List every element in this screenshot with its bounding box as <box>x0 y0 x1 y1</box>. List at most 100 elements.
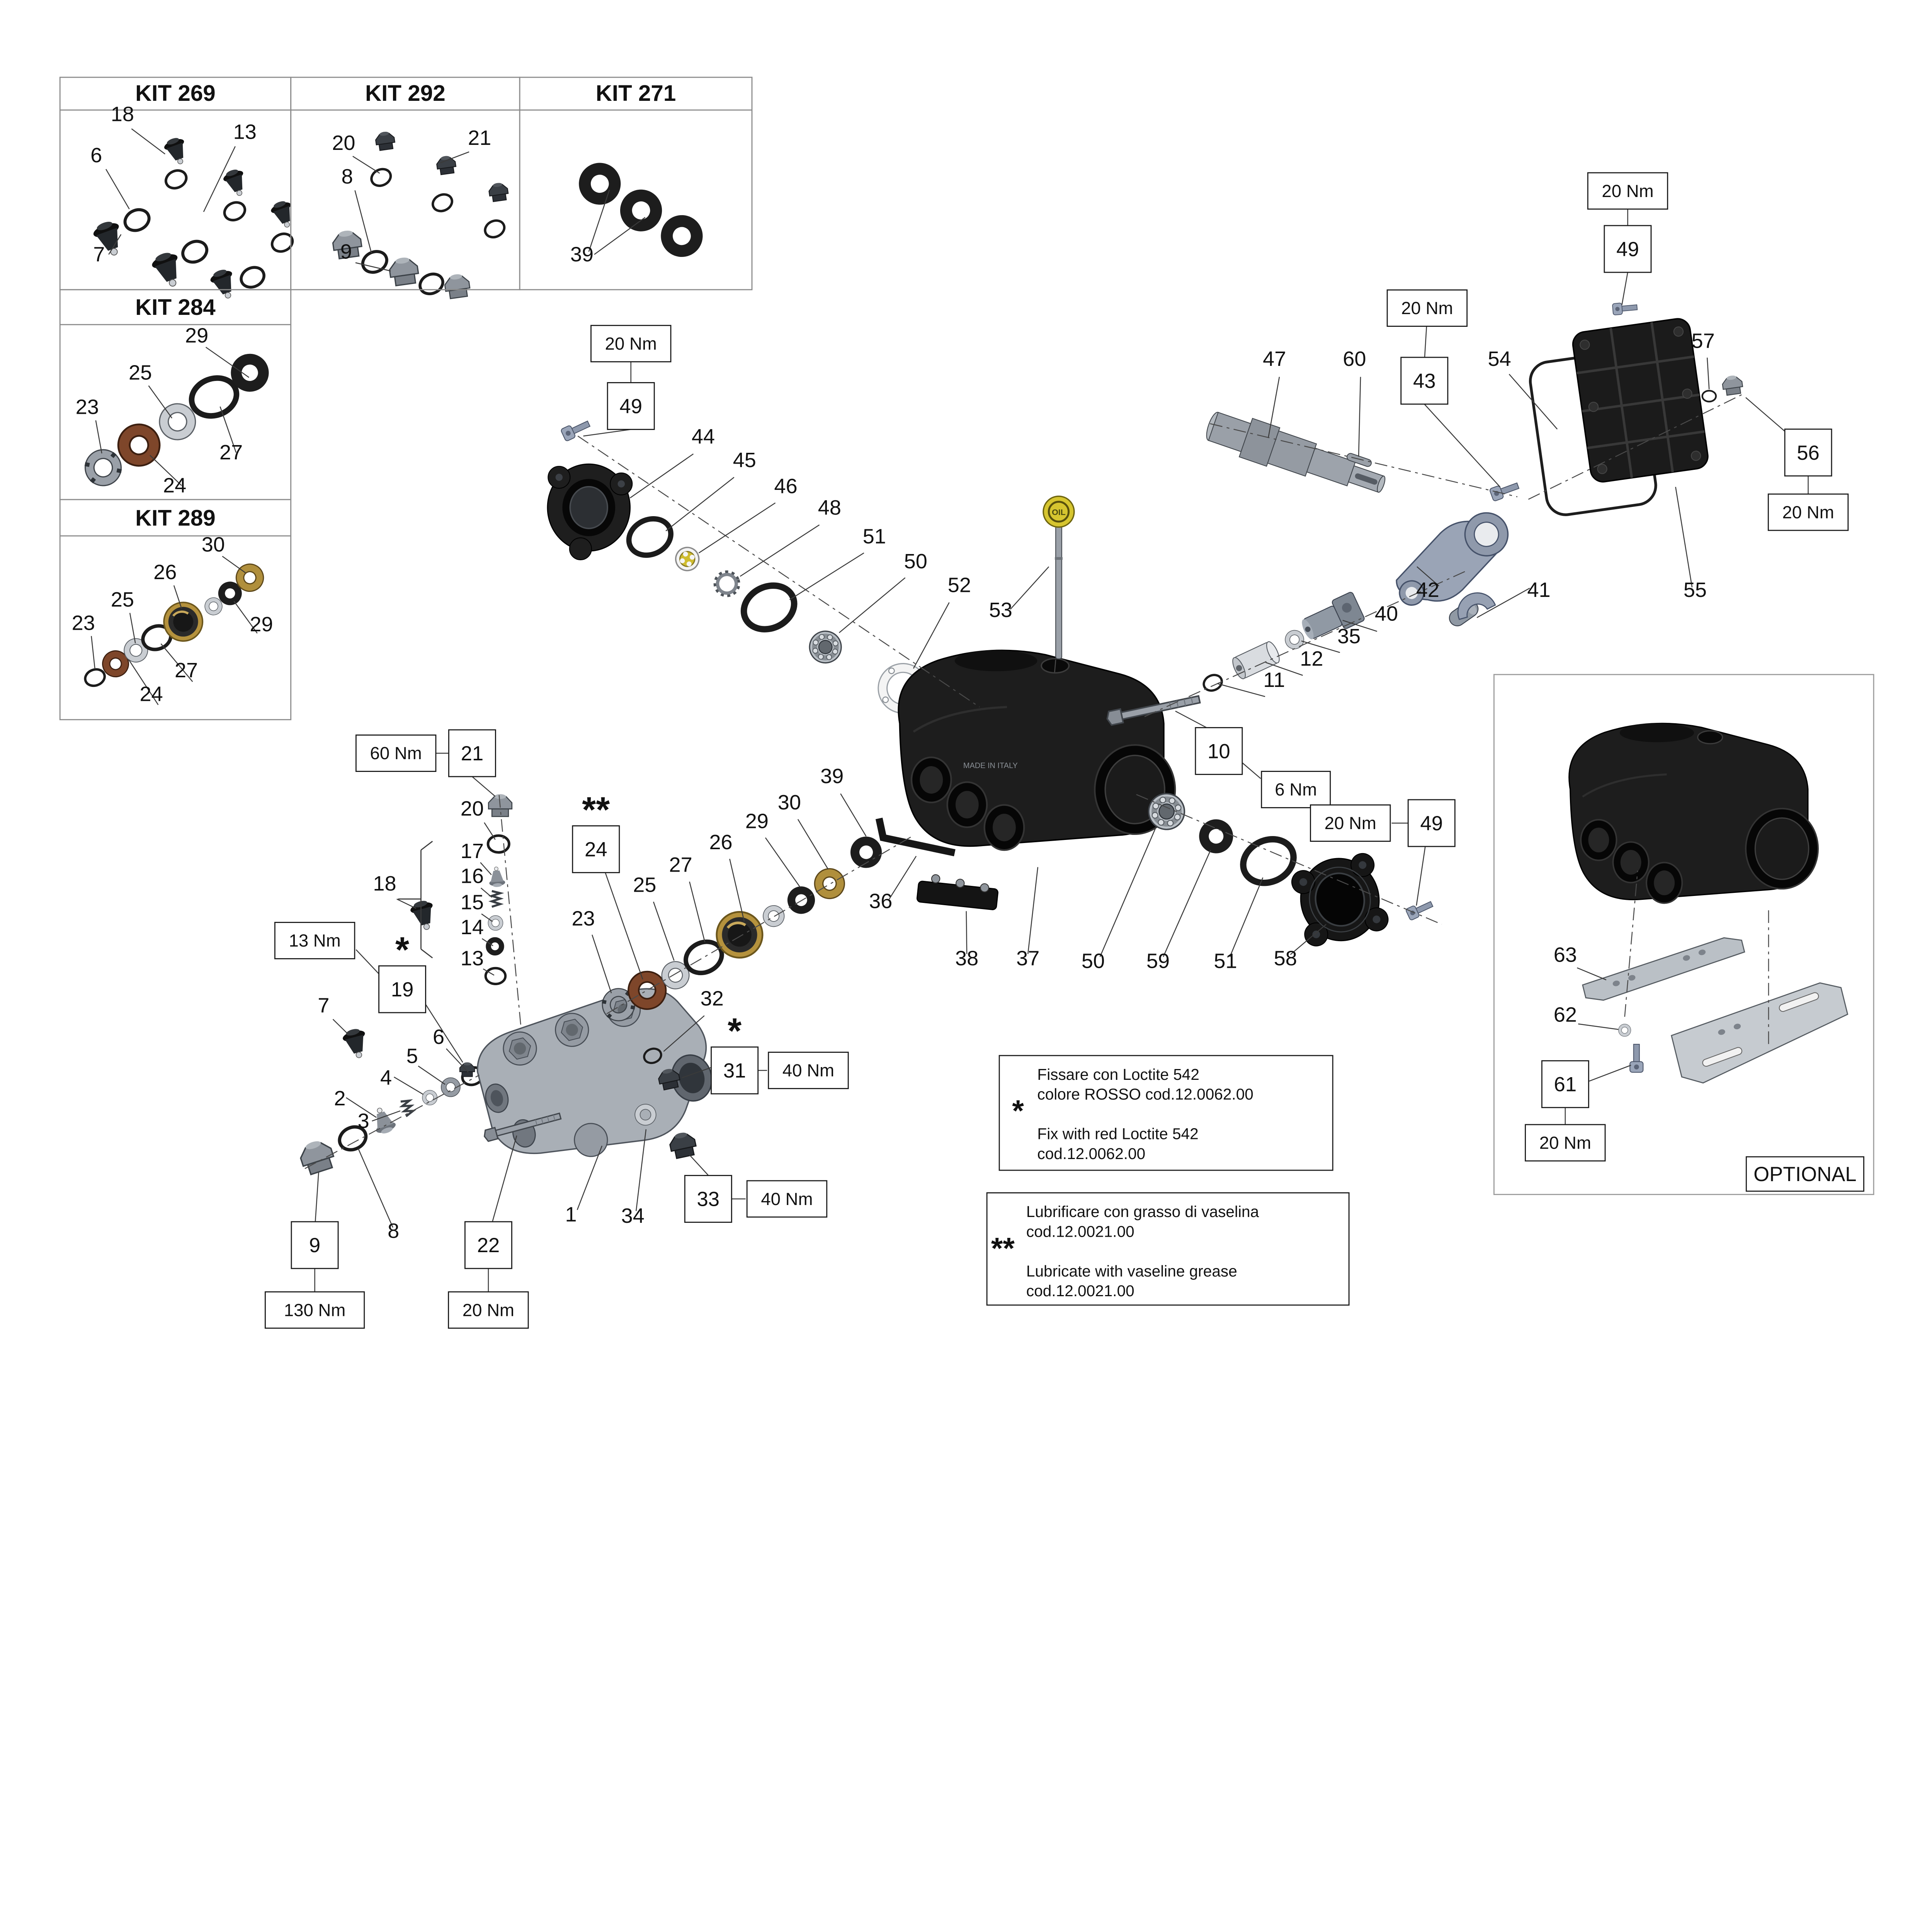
oring-icon <box>482 218 507 240</box>
part-callout-box <box>448 729 496 777</box>
axis-line <box>1210 423 1518 498</box>
head-hex-boss <box>555 1013 589 1047</box>
leader-line <box>913 602 950 669</box>
part-number-label: 48 <box>818 496 841 519</box>
leader-line <box>222 556 246 573</box>
torque-callout-box <box>274 922 355 959</box>
part-callout-box <box>572 825 620 874</box>
leader-line <box>418 1066 446 1085</box>
part-number-label: 30 <box>202 533 225 556</box>
torque-callout-box <box>590 325 672 362</box>
small-plug <box>459 1062 475 1077</box>
valve-seat <box>488 940 502 953</box>
leader-line <box>160 643 193 682</box>
part-number-label: 11 <box>1263 668 1285 692</box>
leader-line <box>484 822 496 840</box>
leader-line <box>789 552 864 600</box>
plug-icon <box>387 255 420 287</box>
part-callout-box <box>607 382 655 430</box>
part-number-label: 18 <box>111 102 134 126</box>
torque-value: 130 Nm <box>284 1300 346 1320</box>
part-number-label: 3 <box>358 1109 369 1132</box>
torque-callout-box <box>1767 493 1849 531</box>
leader-line <box>689 1154 709 1176</box>
oring-icon <box>269 231 296 255</box>
plug-icon <box>374 130 396 151</box>
axis-line <box>577 435 980 707</box>
part-number-label: 60 <box>1343 347 1366 371</box>
oring-icon <box>430 191 455 214</box>
leader-line <box>148 385 173 419</box>
kit-title: KIT 271 <box>596 81 676 106</box>
leader-line <box>966 911 968 954</box>
part-callout-box <box>711 1046 759 1095</box>
torque-callout-box <box>1261 771 1331 808</box>
leader-line <box>1509 374 1558 430</box>
part-number-label: 5 <box>406 1044 418 1067</box>
optional-crankcase <box>1569 723 1818 903</box>
leader-line <box>1476 588 1530 618</box>
part-number-label: 57 <box>1691 330 1714 353</box>
optional-pump-assembly <box>1569 723 1849 1084</box>
axis-line <box>304 1074 480 1169</box>
kit-269-parts <box>90 135 298 303</box>
torque-callout-box <box>768 1052 849 1089</box>
part-number: 22 <box>477 1234 500 1257</box>
leader-line <box>233 601 258 634</box>
torque-value: 13 Nm <box>289 931 340 950</box>
valve-stack-bottom <box>296 1026 486 1177</box>
leader-line <box>629 453 694 498</box>
part-callout-box <box>684 1175 732 1223</box>
oring-icon <box>417 270 446 297</box>
part-number-label: 13 <box>233 121 257 144</box>
torque-value: 20 Nm <box>1602 181 1653 201</box>
leader-line <box>729 858 745 922</box>
foot-plate <box>916 874 998 910</box>
retainer-bar <box>875 818 956 857</box>
part-number-label: 6 <box>433 1025 444 1049</box>
leader-line <box>1217 683 1265 697</box>
note-text-line: cod.12.0021.00 <box>1026 1222 1134 1240</box>
part-number-label: 26 <box>709 831 732 854</box>
leader-line <box>1358 377 1361 457</box>
leader-line <box>355 262 391 272</box>
note-text-line: colore ROSSO cod.12.0062.00 <box>1037 1085 1253 1103</box>
torque-callout-box <box>1310 804 1391 842</box>
case-marking-text: MADE IN ITALY <box>963 761 1018 770</box>
leader-line <box>203 146 236 212</box>
part-number-label: 39 <box>570 243 594 266</box>
part-number: 49 <box>619 395 642 418</box>
leader-line <box>665 477 735 532</box>
part-number-label: 30 <box>778 791 801 814</box>
leader-line <box>740 524 820 577</box>
leader-line <box>480 862 492 875</box>
seal-icon <box>219 583 241 604</box>
screw-icon <box>1612 301 1638 316</box>
clamp-screw <box>1489 479 1521 502</box>
part-number-label: 41 <box>1527 578 1550 602</box>
note-box <box>998 1055 1333 1171</box>
seal-icon <box>663 217 701 255</box>
part-number-label: 27 <box>669 853 692 876</box>
leader-line <box>1027 867 1039 954</box>
leader-line <box>636 1129 647 1211</box>
leader-line <box>765 837 801 888</box>
oring-icon <box>623 512 677 562</box>
part-callout-box <box>1195 727 1243 775</box>
valve-disc <box>422 1090 437 1105</box>
oring-icon <box>83 667 107 688</box>
leader-line <box>1268 377 1280 438</box>
leader-line <box>352 156 380 174</box>
part-number-label: 20 <box>332 131 355 155</box>
part-number-label: 54 <box>1488 347 1511 371</box>
part-number-label: 16 <box>461 865 484 888</box>
screw-icon <box>560 417 592 442</box>
part-callout-box <box>1400 357 1449 405</box>
part-number-label: 45 <box>733 449 756 472</box>
part-number-label: 42 <box>1416 578 1439 602</box>
leader-line <box>1424 404 1501 488</box>
ring-icon <box>810 865 849 903</box>
axis-line <box>1144 570 1467 717</box>
leader-line <box>394 1076 423 1095</box>
part-callout-box <box>1541 1060 1589 1108</box>
